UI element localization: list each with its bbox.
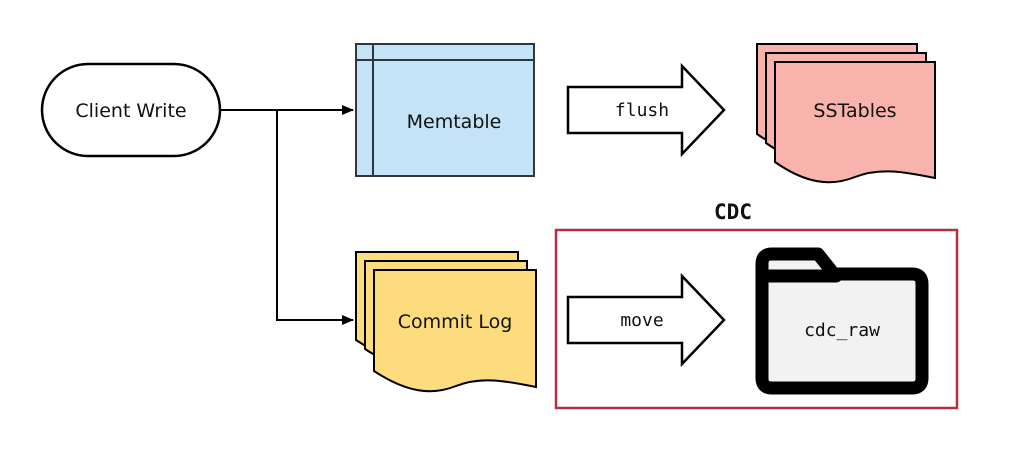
folder-icon — [755, 247, 929, 395]
commit-log-node[interactable]: Commit Log — [355, 251, 537, 393]
move-label: move — [620, 310, 663, 331]
move-arrow[interactable]: move — [566, 272, 726, 368]
sstables-label: SSTables — [813, 100, 896, 122]
cdc-group-border — [554, 228, 959, 410]
client-write-label: Client Write — [75, 100, 186, 122]
write-connectors — [220, 105, 354, 325]
memtable-node[interactable]: Memtable — [355, 43, 535, 177]
connector-to-commit-log — [276, 110, 354, 325]
flush-arrow-shape — [566, 62, 726, 158]
commit-log-page-front — [373, 269, 537, 393]
client-write-node[interactable]: Client Write — [40, 62, 222, 158]
memtable-shape — [355, 43, 535, 177]
cdc-raw-label: cdc_raw — [804, 320, 880, 341]
move-arrow-shape — [566, 272, 726, 368]
cdc-raw-folder[interactable]: cdc_raw — [755, 247, 929, 395]
sstables-page-front — [774, 61, 936, 184]
memtable-label: Memtable — [407, 111, 502, 133]
commit-log-label: Commit Log — [398, 311, 513, 333]
flush-label: flush — [615, 100, 669, 121]
cdc-group-title: CDC — [714, 200, 752, 224]
sstables-node[interactable]: SSTables — [756, 43, 936, 184]
flush-arrow[interactable]: flush — [566, 62, 726, 158]
